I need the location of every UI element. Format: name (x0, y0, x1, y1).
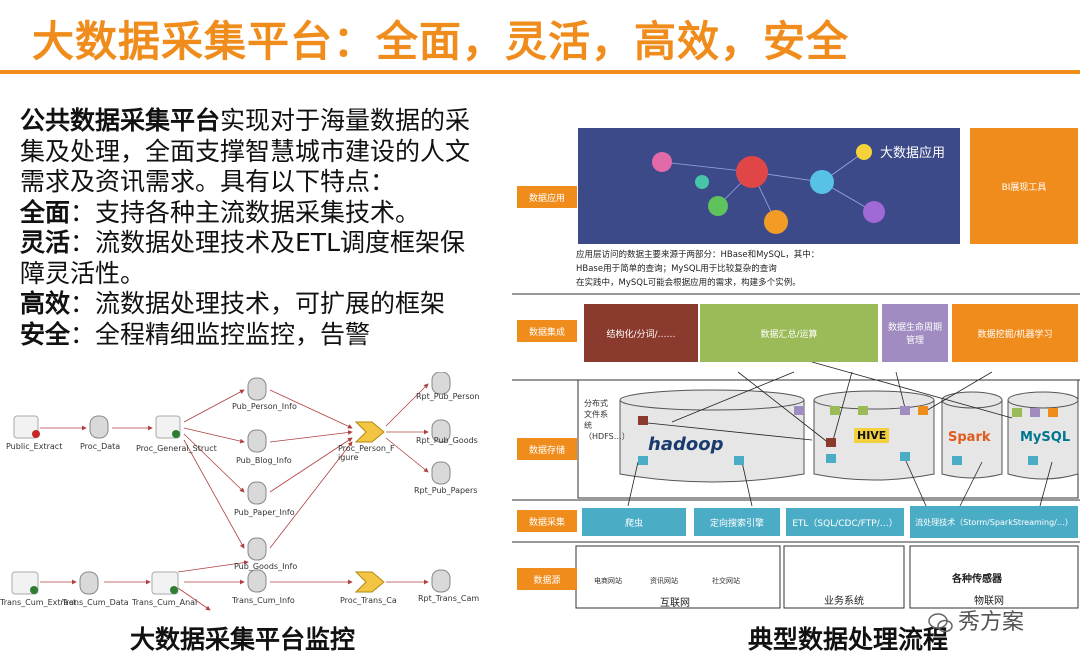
intro-lead-bold: 公共数据采集平台 (20, 106, 221, 135)
integration-box: 数据汇总/运算 (700, 304, 878, 362)
etl-flow-diagram: Public_Extract Proc_Data Proc_General_St… (0, 372, 480, 612)
wechat-icon (928, 613, 953, 633)
flow-node-label: Proc_Person_F igure (338, 444, 395, 462)
intro-text: 公共数据采集平台实现对于海量数据的采集及处理，全面支撑智慧城市建设的人文需求及资… (20, 106, 480, 350)
app-label: 大数据应用 (880, 146, 946, 161)
integration-box: 结构化/分词/…… (584, 304, 698, 362)
flow-node-label: Trans_Cum_Data (62, 598, 129, 607)
storage-label: 分布式文件系统（HDFS…） (584, 399, 630, 441)
flow-node-label: Pub_Goods_Info (234, 562, 298, 571)
row-label-app: 数据应用 (517, 186, 577, 208)
source-item: 社交网站 (712, 577, 740, 585)
flow-node-label: Pub_Blog_Info (236, 456, 292, 465)
feature-item: 安全：全程精细监控监控，告警 (20, 319, 371, 349)
source-item: 各种传感器 (952, 574, 1002, 585)
source-name: 物联网 (974, 596, 1004, 607)
right-caption: 典型数据处理流程 (748, 625, 949, 654)
integration-box: 数据挖掘/机器学习 (952, 304, 1078, 362)
watermark: 秀方案 (928, 604, 1024, 636)
collect-box: ETL（SQL/CDC/FTP/…） (786, 508, 904, 536)
left-caption: 大数据采集平台监控 (130, 625, 356, 654)
row-label-source: 数据源 (517, 568, 577, 590)
feature-item: 全面：支持各种主流数据采集技术。 (20, 197, 421, 227)
collect-box: 定向搜索引擎 (694, 508, 780, 536)
page-title: 大数据采集平台：全面，灵活，高效，安全 (32, 17, 850, 66)
flow-node-label: Trans_Cum_Info (232, 596, 295, 605)
flow-node-label: Pub_Person_Info (232, 402, 297, 411)
flow-node-label: Proc_General_Struct (136, 444, 217, 453)
feature-item: 灵活：流数据处理技术及ETL调度框架保障灵活性。 (20, 228, 466, 288)
spark-logo: Spark (948, 430, 991, 445)
title-underline (0, 70, 1080, 74)
flow-node-label: Rpt_Pub_Goods (416, 436, 478, 445)
app-note: 应用层访问的数据主要来源于两部分：HBase和MySQL，其中： HBase用于… (576, 250, 820, 288)
row-label-collection: 数据采集 (517, 510, 577, 532)
source-item: 电商网站 (594, 577, 622, 585)
row-label-integration: 数据集成 (517, 320, 577, 342)
hive-logo: HIVE (854, 428, 890, 443)
integration-box: 数据生命周期管理 (882, 304, 948, 362)
hadoop-logo: hadoop (648, 434, 724, 455)
source-item: 资讯网站 (650, 577, 678, 585)
flow-node-label: Trans_Cum_Extract (0, 598, 77, 607)
collect-box: 流处理技术（Storm/SparkStreaming/…） (910, 506, 1078, 538)
architecture-diagram: 数据应用 数据集成 数据存储 数据采集 数据源 大数据应用 BI展现工具 应用层… (512, 122, 1080, 620)
mysql-logo: MySQL (1020, 430, 1071, 445)
source-name: 互联网 (660, 598, 690, 609)
flow-node-label: Pub_Paper_Info (234, 508, 295, 517)
app-bubbles (578, 128, 960, 244)
intro-lead-text: 实现对于海量数据的采集及处理，全面支撑智慧城市建设的人文需求及资讯需求。具有以下… (20, 106, 471, 196)
row-label-storage: 数据存储 (517, 438, 577, 460)
flow-node-label: Rpt_Pub_Papers (414, 486, 478, 495)
feature-item: 高效：流数据处理技术，可扩展的框架 (20, 289, 446, 318)
flow-node-label: Proc_Trans_Ca (340, 596, 397, 605)
flow-node-label: Proc_Data (80, 442, 121, 451)
flow-node-label: Trans_Cum_Anal (132, 598, 198, 607)
flow-node-label: Rpt_Trans_Cam (418, 594, 480, 603)
bi-tool-box: BI展现工具 (970, 128, 1078, 244)
collect-box: 爬虫 (582, 508, 686, 536)
flow-edges (11, 372, 451, 611)
flow-node-label: Rpt_Pub_Person (416, 392, 480, 401)
arch-lines (512, 128, 1080, 609)
source-name: 业务系统 (824, 596, 864, 607)
flow-node-label: Public_Extract (6, 442, 63, 451)
